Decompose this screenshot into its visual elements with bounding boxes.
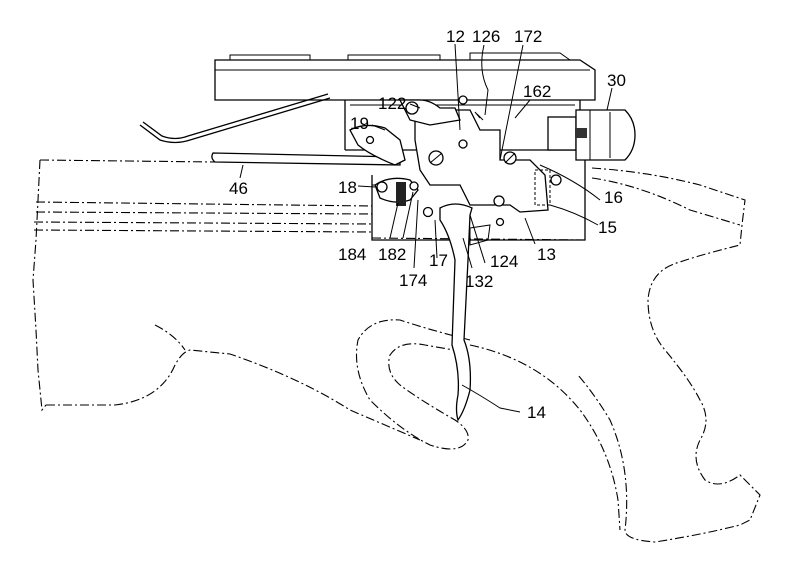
label-162: 162	[523, 82, 551, 101]
leader-lines	[239, 43, 613, 413]
trigger-14	[439, 203, 491, 422]
label-18: 18	[338, 178, 357, 197]
label-17: 17	[429, 251, 448, 270]
label-19: 19	[350, 114, 369, 133]
label-172: 172	[514, 27, 542, 46]
label-12: 12	[446, 27, 465, 46]
label-13: 13	[537, 245, 556, 264]
stock-outline	[32, 159, 761, 543]
label-174: 174	[399, 271, 427, 290]
label-132: 132	[465, 272, 493, 291]
knob-30	[547, 109, 636, 161]
label-46: 46	[229, 179, 248, 198]
label-182: 182	[378, 245, 406, 264]
label-126: 126	[472, 27, 500, 46]
top-rail	[214, 52, 596, 151]
label-16: 16	[604, 188, 623, 207]
cocking-wire	[139, 93, 331, 144]
label-30: 30	[607, 71, 626, 90]
rod-46	[211, 152, 401, 166]
reference-labels: 12 126 172 30 162 122 19 46 18 16 15 184…	[229, 27, 626, 422]
label-14: 14	[527, 403, 546, 422]
label-122: 122	[378, 94, 406, 113]
label-124: 124	[490, 252, 518, 271]
label-15: 15	[598, 218, 617, 237]
label-184: 184	[338, 245, 366, 264]
